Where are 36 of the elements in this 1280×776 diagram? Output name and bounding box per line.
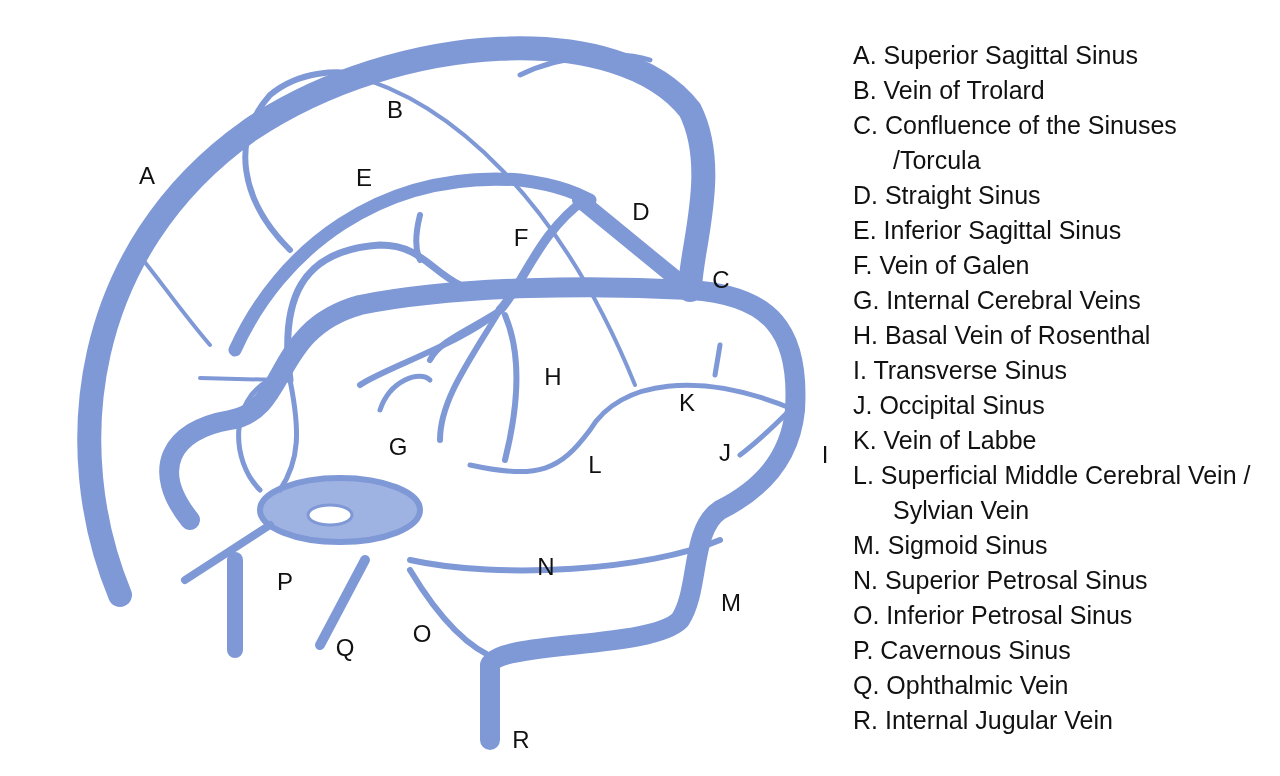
callout-letter: C bbox=[712, 268, 730, 292]
key-entry: O. Inferior Petrosal Sinus bbox=[853, 600, 1134, 631]
callout-letter: L bbox=[588, 453, 602, 477]
key-entry: M. Sigmoid Sinus bbox=[853, 530, 1049, 561]
key-entry: R. Internal Jugular Vein bbox=[853, 705, 1114, 736]
key-entry: Q. Ophthalmic Vein bbox=[853, 670, 1070, 701]
key-entry: J. Occipital Sinus bbox=[853, 390, 1046, 421]
key-entry: C. Confluence of the Sinuses /Torcula bbox=[853, 110, 1178, 176]
key-entry: G. Internal Cerebral Veins bbox=[853, 285, 1142, 316]
callout-letter: G bbox=[388, 435, 408, 459]
key-entry: A. Superior Sagittal Sinus bbox=[853, 40, 1139, 71]
key-entry: D. Straight Sinus bbox=[853, 180, 1042, 211]
callout-letter: O bbox=[412, 622, 432, 646]
callout-letter: B bbox=[387, 98, 403, 122]
callout-letter: P bbox=[277, 570, 293, 594]
callout-letter: I bbox=[821, 443, 829, 467]
key-entry: B. Vein of Trolard bbox=[853, 75, 1046, 106]
key-entry: L. Superficial Middle Cerebral Vein / Sylvian Vein bbox=[853, 460, 1252, 526]
callout-letter: Q bbox=[335, 636, 355, 660]
key-entry: P. Cavernous Sinus bbox=[853, 635, 1072, 666]
callout-letter: H bbox=[544, 365, 562, 389]
key-entry: F. Vein of Galen bbox=[853, 250, 1031, 281]
key-entry: H. Basal Vein of Rosenthal bbox=[853, 320, 1152, 351]
key-entry: K. Vein of Labbe bbox=[853, 425, 1038, 456]
callout-letter: N bbox=[537, 555, 555, 579]
callout-letter: J bbox=[719, 441, 731, 465]
callout-letter: F bbox=[513, 226, 529, 250]
callout-letter: M bbox=[721, 591, 741, 615]
callout-letter: K bbox=[679, 391, 695, 415]
key-entry: E. Inferior Sagittal Sinus bbox=[853, 215, 1123, 246]
callout-letter: D bbox=[632, 200, 650, 224]
callout-letter: R bbox=[512, 728, 530, 752]
key-entry: N. Superior Petrosal Sinus bbox=[853, 565, 1149, 596]
callout-letter: A bbox=[139, 164, 155, 188]
key-entry: I. Transverse Sinus bbox=[853, 355, 1068, 386]
callout-letter: E bbox=[356, 166, 372, 190]
